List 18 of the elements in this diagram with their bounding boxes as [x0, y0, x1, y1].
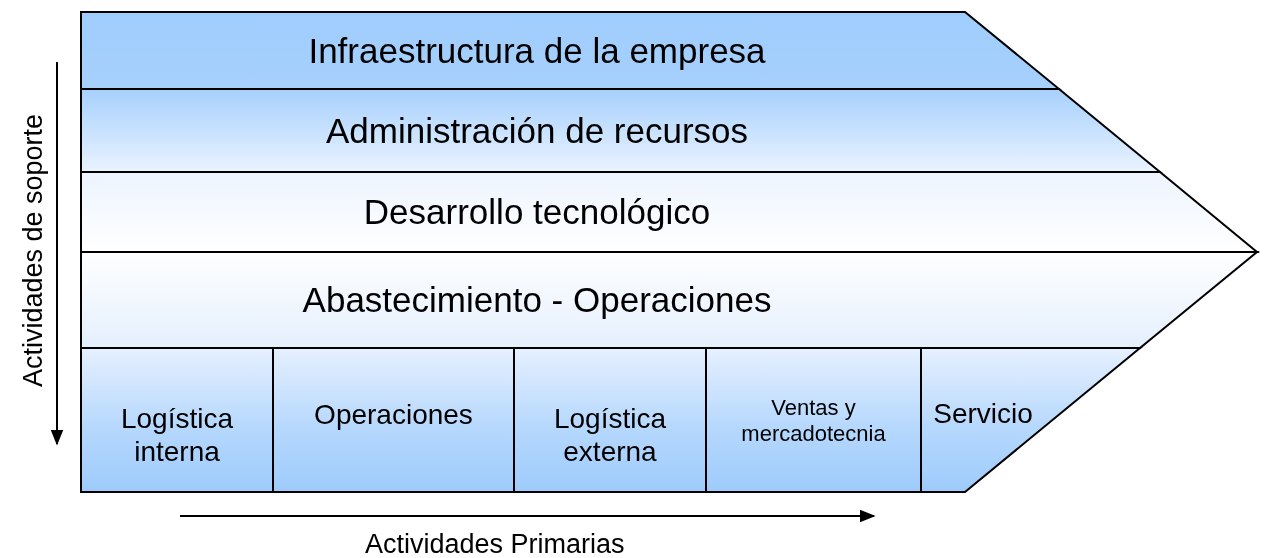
activity-label: Logística interna — [119, 401, 235, 469]
activity-label: Servicio — [932, 397, 1034, 432]
activity-cell — [514, 348, 706, 492]
band-label: Abastecimiento - Operaciones — [301, 279, 773, 322]
band-label: Administración de recursos — [324, 109, 750, 152]
activity-label: Operaciones — [313, 398, 474, 433]
activity-label: Ventas y mercadotecnia — [740, 394, 887, 448]
activity-cell — [81, 348, 273, 492]
band — [81, 172, 1257, 252]
activity-cell — [273, 348, 514, 492]
activity-label: Logística externa — [552, 401, 668, 469]
band — [81, 12, 1059, 89]
band-label: Desarrollo tecnológico — [362, 191, 712, 234]
axis-label: Actividades de soporte — [17, 113, 49, 387]
band-label: Infraestructura de la empresa — [307, 29, 767, 72]
activity-cell — [706, 348, 921, 492]
band — [81, 89, 1160, 172]
axis-label: Actividades Primarias — [365, 528, 625, 558]
